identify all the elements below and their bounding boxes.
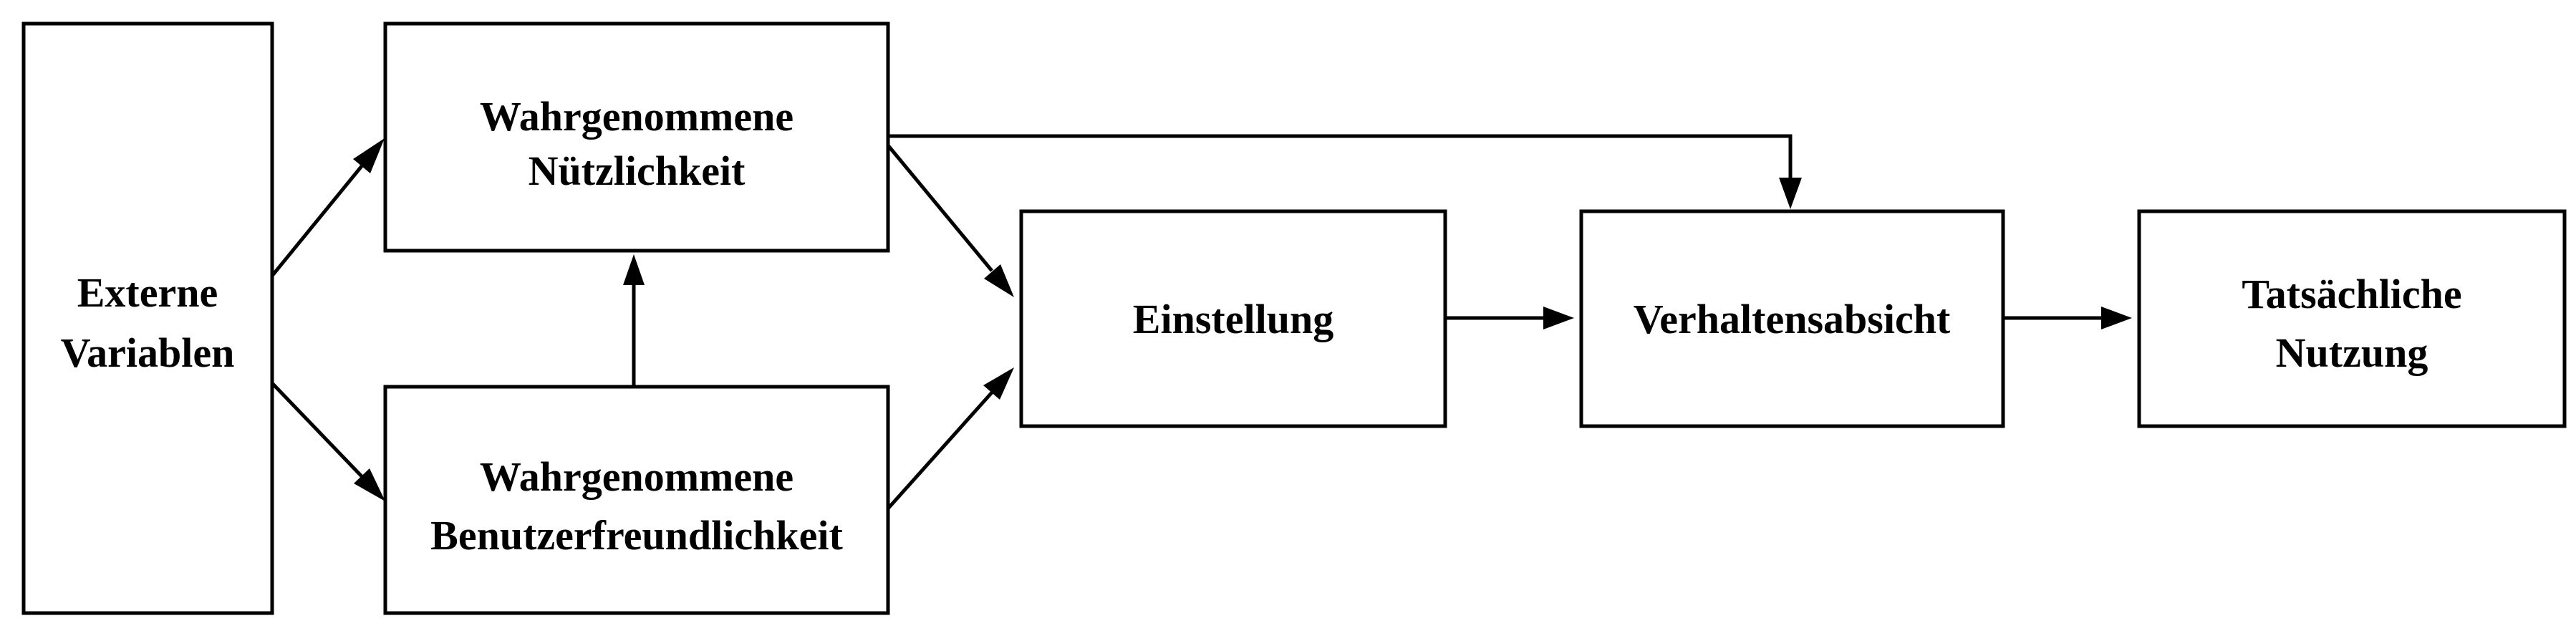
node-verhaltensabsicht: Verhaltensabsicht (1579, 209, 2005, 428)
edge-externe-to-nuetzlichkeit (271, 138, 385, 277)
node-wahrgenommene-nuetzlichkeit: Wahrgenommene Nützlichkeit (383, 21, 890, 253)
node-nuetzlichkeit-line-2: Nützlichkeit (529, 148, 746, 194)
node-benutzerfreundlichkeit-line-2: Benutzerfreundlichkeit (430, 512, 843, 559)
edge-einstellung-to-verhaltensabsicht (1445, 307, 1574, 329)
edge-nuetzlichkeit-to-einstellung (887, 144, 1014, 297)
edge-benutzerfreundlichkeit-to-einstellung (887, 367, 1014, 510)
node-wahrgenommene-benutzerfreundlichkeit: Wahrgenommene Benutzerfreundlichkeit (383, 385, 890, 615)
node-einstellung: Einstellung (1019, 209, 1447, 428)
edge-benutzerfreundlichkeit-to-nuetzlichkeit (623, 254, 645, 387)
edge-verhaltensabsicht-to-nutzung (2003, 307, 2132, 329)
node-benutzerfreundlichkeit-line-1: Wahrgenommene (480, 453, 793, 500)
node-externe-variablen-line-2: Variablen (61, 329, 235, 376)
node-einstellung-label: Einstellung (1133, 296, 1333, 342)
node-externe-variablen: Externe Variablen (21, 21, 274, 615)
node-nutzung-line-1: Tatsächliche (2242, 271, 2461, 317)
node-nutzung-line-2: Nutzung (2276, 329, 2428, 376)
edge-externe-to-benutzerfreundlichkeit (271, 382, 385, 501)
edge-nuetzlichkeit-to-verhaltensabsicht (888, 134, 1802, 209)
node-nuetzlichkeit-line-1: Wahrgenommene (480, 93, 793, 140)
node-verhaltensabsicht-label: Verhaltensabsicht (1634, 296, 1951, 342)
node-tatsaechliche-nutzung: Tatsächliche Nutzung (2137, 209, 2567, 428)
node-externe-variablen-line-1: Externe (77, 269, 218, 316)
